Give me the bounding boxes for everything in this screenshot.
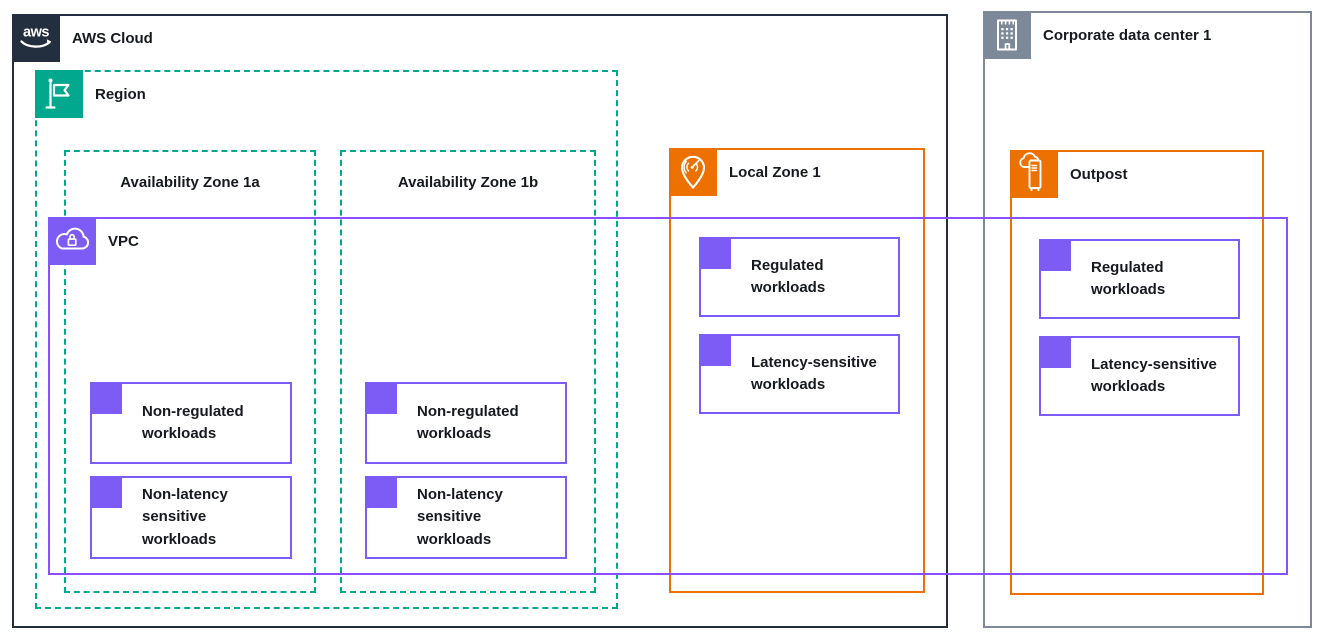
local-zone-pin-icon bbox=[669, 148, 717, 196]
workload-box: Non-regulated workloads bbox=[365, 382, 567, 464]
workload-corner-square bbox=[1039, 336, 1071, 368]
workload-label: Regulated workloads bbox=[751, 256, 826, 297]
outpost-group: Outpost Regulated workloads Latency-sens… bbox=[1010, 150, 1264, 595]
local-zone-1-label: Local Zone 1 bbox=[729, 163, 821, 181]
aws-logo-icon: aws bbox=[12, 14, 60, 62]
workload-box: Regulated workloads bbox=[1039, 239, 1240, 319]
aws-cloud-label: AWS Cloud bbox=[72, 29, 153, 47]
region-group: Region Availability Zone 1a Non-regulate… bbox=[35, 70, 618, 609]
workload-box: Regulated workloads bbox=[699, 237, 900, 317]
outpost-rack-icon bbox=[1010, 150, 1058, 198]
vpc-cloud-lock-icon bbox=[48, 217, 96, 265]
workload-corner-square bbox=[365, 382, 397, 414]
aws-cloud-group: aws AWS Cloud bbox=[12, 14, 948, 628]
workload-label: Non-latency sensitive workloads bbox=[417, 485, 503, 548]
availability-zone-1b-label: Availability Zone 1b bbox=[397, 174, 539, 191]
workload-box: Non-regulated workloads bbox=[90, 382, 292, 464]
availability-zone-1a: Availability Zone 1a Non-regulated workl… bbox=[64, 150, 316, 593]
local-zone-1-group: Local Zone 1 Regulated workloads Latency… bbox=[669, 148, 925, 593]
corporate-data-center-group: Corporate data center 1 Outpost Regulate… bbox=[983, 11, 1312, 628]
corporate-data-center-building-icon bbox=[983, 11, 1031, 59]
workload-corner-square bbox=[1039, 239, 1071, 271]
workload-box: Non-latency sensitive workloads bbox=[90, 476, 292, 559]
workload-corner-square bbox=[699, 334, 731, 366]
outpost-label: Outpost bbox=[1070, 165, 1128, 183]
vpc-label: VPC bbox=[108, 232, 139, 250]
workload-box: Non-latency sensitive workloads bbox=[365, 476, 567, 559]
workload-label: Non-regulated workloads bbox=[142, 402, 244, 443]
workload-label: Non-regulated workloads bbox=[417, 402, 519, 443]
workload-label: Non-latency sensitive workloads bbox=[142, 485, 228, 548]
workload-corner-square bbox=[90, 476, 122, 508]
workload-corner-square bbox=[90, 382, 122, 414]
vpc-group: VPC bbox=[48, 217, 1288, 575]
corporate-data-center-label: Corporate data center 1 bbox=[1043, 26, 1212, 44]
workload-label: Latency-sensitive workloads bbox=[751, 353, 877, 394]
availability-zone-1a-label: Availability Zone 1a bbox=[120, 174, 260, 191]
svg-text:aws: aws bbox=[23, 25, 49, 41]
region-label: Region bbox=[95, 85, 146, 103]
workload-box: Latency-sensitive workloads bbox=[699, 334, 900, 414]
workload-label: Regulated workloads bbox=[1091, 258, 1166, 299]
workload-box: Latency-sensitive workloads bbox=[1039, 336, 1240, 416]
workload-corner-square bbox=[699, 237, 731, 269]
region-flag-icon bbox=[35, 70, 83, 118]
workload-corner-square bbox=[365, 476, 397, 508]
availability-zone-1b: Availability Zone 1b Non-regulated workl… bbox=[340, 150, 596, 593]
workload-label: Latency-sensitive workloads bbox=[1091, 355, 1217, 396]
